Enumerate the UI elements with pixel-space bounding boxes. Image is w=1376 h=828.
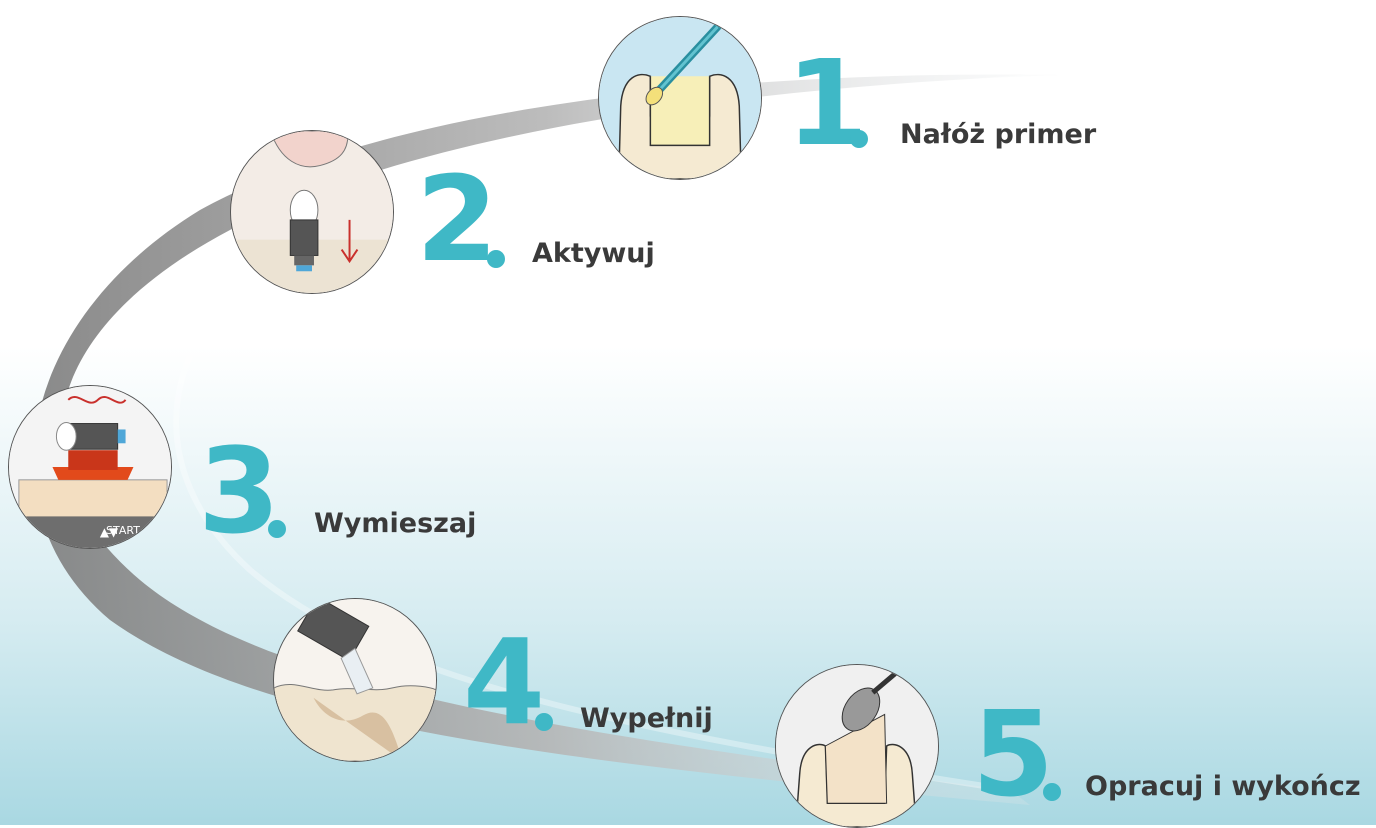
step-3-dot bbox=[268, 520, 286, 538]
capsule-mixer-icon: ▲▼ bbox=[9, 386, 171, 548]
tooth-finishing-bur-icon bbox=[776, 665, 938, 827]
step-2-dot bbox=[487, 250, 505, 268]
step-4-number: 4 bbox=[463, 613, 546, 751]
tooth-primer-applicator-icon bbox=[599, 17, 761, 179]
step-1-label: Nałóż primer bbox=[900, 119, 1097, 150]
step-5-label: Opracuj i wykończ bbox=[1085, 771, 1361, 802]
step-2-illustration bbox=[230, 130, 394, 294]
step-5-dot bbox=[1043, 783, 1061, 801]
step-5-number: 5 bbox=[972, 685, 1055, 823]
step-1-illustration bbox=[598, 16, 762, 180]
step-3-number: 3 bbox=[198, 422, 281, 560]
capsule-filling-molar-icon bbox=[274, 599, 436, 761]
svg-text:▲▼: ▲▼ bbox=[100, 525, 119, 539]
mixer-start-label: START bbox=[106, 524, 140, 537]
step-1-dot bbox=[850, 130, 868, 148]
step-4-label: Wypełnij bbox=[580, 703, 713, 734]
step-3-illustration: ▲▼ START bbox=[8, 385, 172, 549]
capsule-activation-icon bbox=[231, 131, 393, 293]
step-3-label: Wymieszaj bbox=[314, 508, 477, 539]
step-2-number: 2 bbox=[416, 150, 499, 288]
step-4-illustration bbox=[273, 598, 437, 762]
step-2-label: Aktywuj bbox=[532, 238, 655, 269]
step-5-illustration bbox=[775, 664, 939, 828]
step-4-dot bbox=[535, 713, 553, 731]
